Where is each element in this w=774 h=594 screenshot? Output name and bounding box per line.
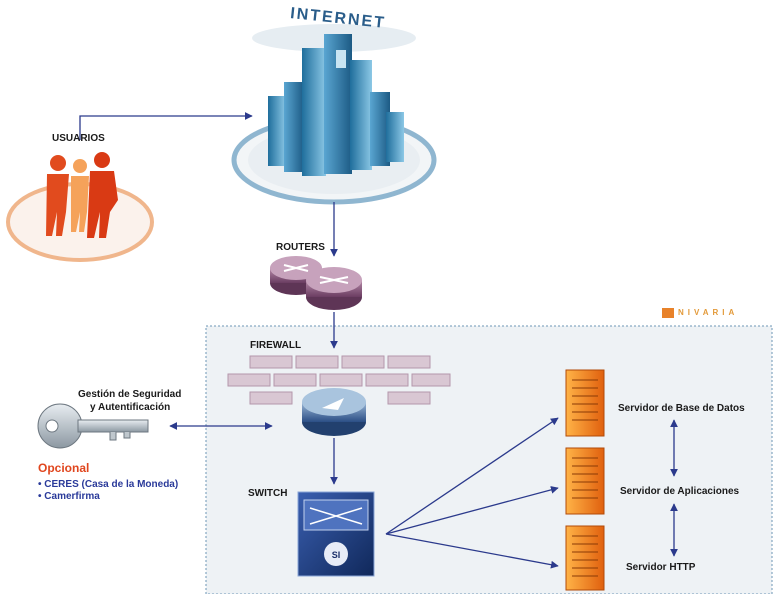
routers-label: ROUTERS xyxy=(276,242,325,253)
security-title-line1: Gestión de Seguridad xyxy=(78,389,182,400)
users-icon xyxy=(6,152,154,262)
users-label: USUARIOS xyxy=(52,133,105,144)
routers-icon xyxy=(270,256,362,310)
server-http-label: Servidor HTTP xyxy=(626,562,696,573)
connector-switch-database xyxy=(385,417,559,535)
firewall-device-icon xyxy=(302,388,366,436)
switch-logo-text: SI xyxy=(332,550,341,560)
switch-label: SWITCH xyxy=(248,488,288,499)
nivaria-brand-name: NIVARIA xyxy=(678,308,739,318)
server-applications-label: Servidor de Aplicaciones xyxy=(620,486,740,497)
security-title-line2: y Autentificación xyxy=(90,402,171,413)
optional-providers-list: • CERES (Casa de la Moneda) • Camerfirma xyxy=(38,479,178,503)
server-applications-icon xyxy=(565,447,605,515)
nivaria-logo: NIVARIA xyxy=(662,308,738,318)
nivaria-mark-icon xyxy=(662,308,674,318)
provider-item: • CERES (Casa de la Moneda) xyxy=(38,479,179,490)
server-http-icon xyxy=(565,525,605,591)
firewall-label: FIREWALL xyxy=(250,340,302,351)
internet-icon xyxy=(231,24,437,205)
provider-item: • Camerfirma xyxy=(38,491,100,502)
connector-switch-applications xyxy=(385,486,559,535)
optional-label: Opcional xyxy=(38,461,90,475)
connector-switch-http xyxy=(385,533,559,569)
server-database-icon xyxy=(565,369,605,437)
key-icon xyxy=(37,403,149,449)
server-database-label: Servidor de Base de Datos xyxy=(618,403,745,414)
switch-icon: SI xyxy=(297,491,375,577)
connector-users-internet xyxy=(79,112,253,140)
firewall-icon xyxy=(227,355,451,405)
